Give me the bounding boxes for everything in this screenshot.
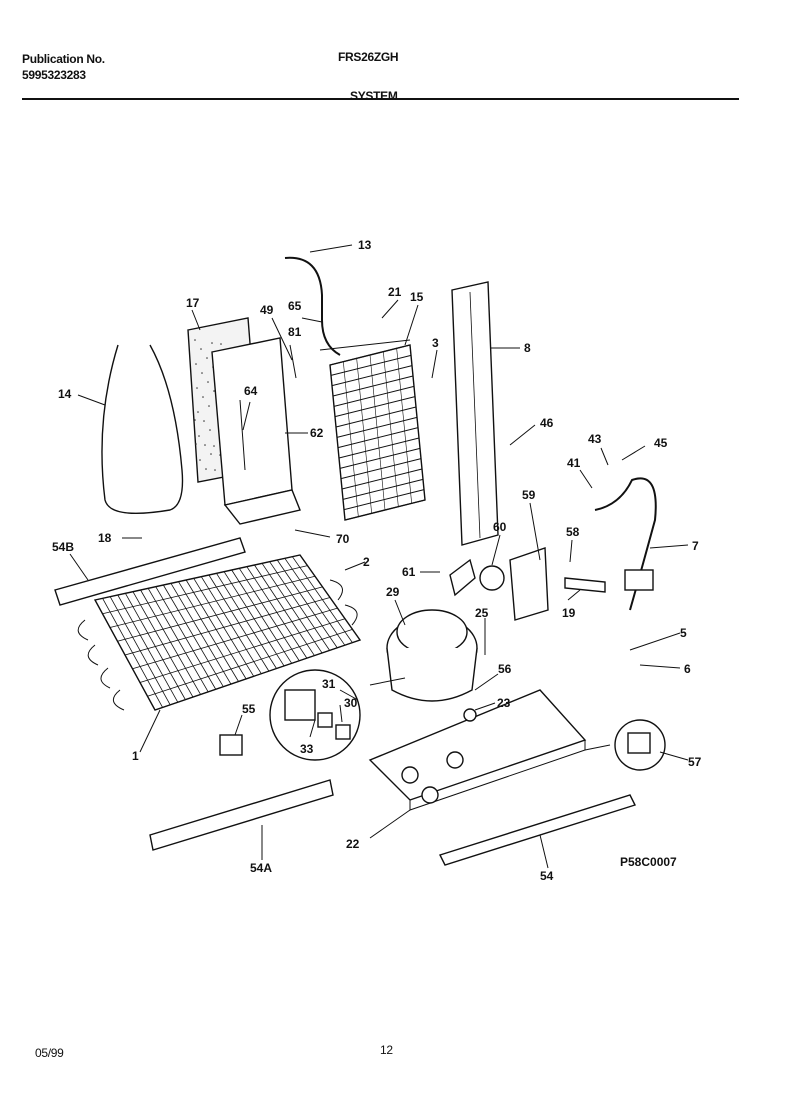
overload bbox=[317, 712, 333, 728]
grommet bbox=[463, 708, 477, 722]
callout-7: 7 bbox=[692, 539, 699, 553]
callout-54: 54 bbox=[540, 869, 554, 883]
callout-15: 15 bbox=[410, 290, 424, 304]
capillary-tube bbox=[284, 256, 341, 356]
callout-54b: 54B bbox=[52, 540, 74, 554]
capacitor bbox=[219, 734, 243, 756]
callout-18: 18 bbox=[98, 531, 112, 545]
rail-54a bbox=[149, 779, 334, 851]
callout-2: 2 bbox=[363, 555, 370, 569]
publication-label: Publication No. bbox=[22, 52, 105, 66]
callout-30: 30 bbox=[344, 696, 358, 710]
callout-64: 64 bbox=[244, 384, 258, 398]
callout-25: 25 bbox=[475, 606, 489, 620]
grommet bbox=[421, 786, 439, 804]
defrost-heater bbox=[101, 344, 184, 515]
callout-1: 1 bbox=[132, 749, 139, 763]
condenser-coil bbox=[77, 554, 362, 711]
evaporator-cover bbox=[211, 337, 293, 506]
callout-56: 56 bbox=[498, 662, 512, 676]
callout-29: 29 bbox=[386, 585, 400, 599]
callout-43: 43 bbox=[588, 432, 602, 446]
fan-motor bbox=[479, 565, 505, 591]
part-57 bbox=[627, 732, 651, 754]
callout-81: 81 bbox=[288, 325, 302, 339]
model-number: FRS26ZGH bbox=[338, 50, 399, 64]
rail-54 bbox=[439, 794, 636, 866]
callout-65: 65 bbox=[288, 299, 302, 313]
callout-58: 58 bbox=[566, 525, 580, 539]
callout-21: 21 bbox=[388, 285, 402, 299]
callout-45: 45 bbox=[654, 436, 668, 450]
callout-3: 3 bbox=[432, 336, 439, 350]
grommet bbox=[446, 751, 464, 769]
callout-5: 5 bbox=[680, 626, 687, 640]
callout-60: 60 bbox=[493, 520, 507, 534]
publication-number: 5995323283 bbox=[22, 68, 86, 82]
callout-14: 14 bbox=[58, 387, 72, 401]
callout-46: 46 bbox=[540, 416, 554, 430]
compressor-base bbox=[368, 689, 587, 801]
callout-41: 41 bbox=[567, 456, 581, 470]
callout-49: 49 bbox=[260, 303, 274, 317]
callout-55: 55 bbox=[242, 702, 256, 716]
callout-59: 59 bbox=[522, 488, 536, 502]
drain-trough bbox=[223, 489, 301, 525]
callout-62: 62 bbox=[310, 426, 324, 440]
header-rule bbox=[22, 98, 739, 100]
evaporator-coil bbox=[319, 339, 426, 521]
callout-57: 57 bbox=[688, 755, 702, 769]
figure-code: P58C0007 bbox=[620, 855, 677, 869]
callout-6: 6 bbox=[684, 662, 691, 676]
callout-23: 23 bbox=[497, 696, 511, 710]
fan-bracket bbox=[509, 547, 549, 621]
plug bbox=[624, 569, 654, 591]
drain-screw bbox=[239, 399, 246, 471]
callout-61: 61 bbox=[402, 565, 416, 579]
callout-19: 19 bbox=[562, 606, 576, 620]
callout-8: 8 bbox=[524, 341, 531, 355]
callout-54a: 54A bbox=[250, 861, 272, 875]
compressor bbox=[386, 609, 478, 702]
callout-13: 13 bbox=[358, 238, 372, 252]
tube bbox=[564, 577, 606, 593]
grommet bbox=[401, 766, 419, 784]
relay bbox=[284, 689, 316, 721]
callout-31: 31 bbox=[322, 677, 336, 691]
callout-33: 33 bbox=[300, 742, 314, 756]
footer-date: 05/99 bbox=[35, 1046, 64, 1060]
rail-54b bbox=[54, 537, 246, 606]
page-number: 12 bbox=[380, 1043, 393, 1057]
fan-blade bbox=[449, 558, 476, 597]
callout-70: 70 bbox=[336, 532, 350, 546]
cover bbox=[335, 724, 351, 740]
callout-17: 17 bbox=[186, 296, 200, 310]
callout-22: 22 bbox=[346, 837, 360, 851]
